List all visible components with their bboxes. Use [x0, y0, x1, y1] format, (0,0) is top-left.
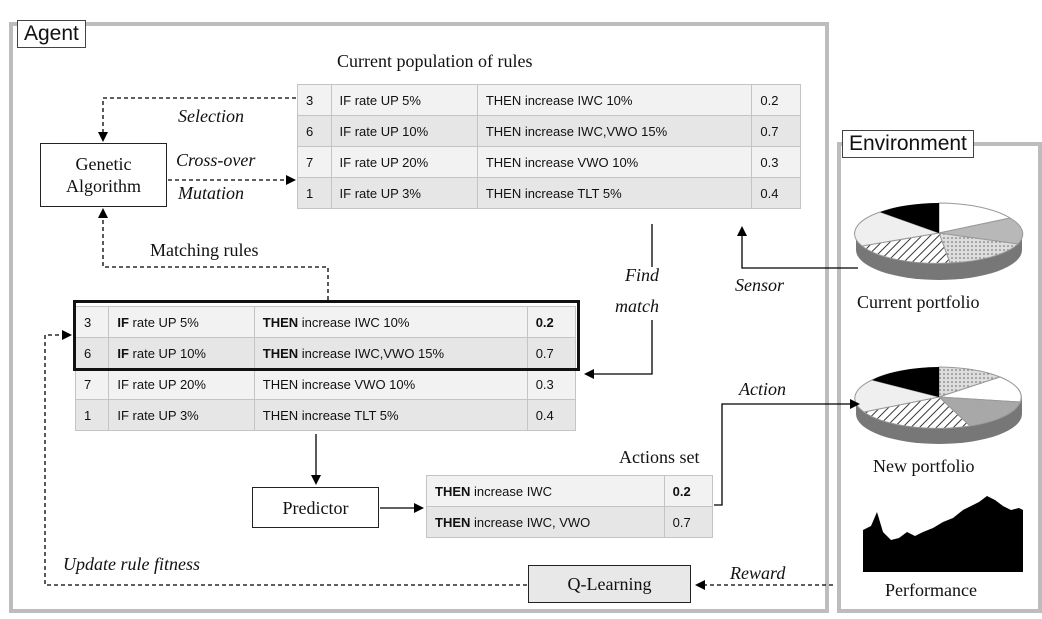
- predictor-box: Predictor: [252, 487, 379, 528]
- update-fitness-arrow: [44, 330, 527, 586]
- environment-label: Environment: [842, 130, 974, 158]
- action-value: 0.2: [663, 475, 714, 507]
- match-set-highlight: [73, 300, 580, 371]
- sensor-label: Sensor: [735, 275, 784, 295]
- population-table: 3 IF rate UP 5% THEN increase IWC 10% 0.…: [297, 84, 801, 209]
- action-text: increase IWC: [470, 483, 553, 499]
- rule-fitness: 0.4: [526, 399, 577, 431]
- rule-action: THEN increase TLT 5%: [476, 177, 753, 209]
- rule-action: THEN increase IWC,VWO 15%: [476, 115, 753, 147]
- ga-label-line1: Genetic: [75, 154, 132, 174]
- then-keyword: THEN: [435, 514, 471, 530]
- action-text: increase IWC, VWO: [470, 514, 591, 530]
- rule-action: THEN increase VWO 10%: [476, 146, 753, 178]
- rule-id: 1: [297, 177, 332, 209]
- rule-condition: IF rate UP 10%: [330, 115, 478, 147]
- rule-id: 3: [74, 306, 110, 338]
- rule-fitness: 0.2: [751, 84, 801, 116]
- actions-set-table: THEN increase IWC 0.2 THEN increase IWC,…: [426, 475, 714, 538]
- crossover-label: Cross-over: [176, 150, 256, 170]
- rule-fitness: 0.7: [751, 115, 801, 147]
- action-value: 0.7: [663, 506, 714, 538]
- table-row: THEN increase IWC, VWO 0.7: [426, 506, 714, 538]
- rule-action: THEN increase IWC 10%: [476, 84, 753, 116]
- then-keyword: THEN: [435, 483, 471, 499]
- genetic-algorithm-box: Genetic Algorithm: [40, 143, 167, 207]
- table-row: 7 IF rate UP 20% THEN increase VWO 10% 0…: [297, 146, 801, 178]
- mutation-label: Mutation: [178, 183, 244, 203]
- rule-id: 1: [74, 399, 110, 431]
- action-cell: THEN increase IWC: [426, 475, 665, 507]
- table-row: 1 IF rate UP 3% THEN increase TLT 5% 0.4: [297, 177, 801, 209]
- sensor-arrow: [737, 226, 858, 269]
- selection-label: Selection: [178, 106, 244, 126]
- qlearning-box: Q-Learning: [528, 565, 691, 603]
- current-portfolio-label: Current portfolio: [857, 292, 980, 312]
- rule-action: THEN increase TLT 5%: [253, 399, 528, 431]
- rule-id: 7: [74, 368, 110, 400]
- agent-panel: [9, 22, 829, 613]
- new-portfolio-label: New portfolio: [873, 456, 975, 476]
- rule-condition: IF rate UP 3%: [108, 399, 255, 431]
- current-portfolio-pie-icon: [854, 202, 1024, 280]
- rule-id: 7: [297, 146, 332, 178]
- population-title: Current population of rules: [337, 51, 533, 71]
- rule-fitness: 0.3: [751, 146, 801, 178]
- rule-condition: IF rate UP 3%: [330, 177, 478, 209]
- rule-condition: IF rate UP 10%: [108, 337, 255, 369]
- condition-text: rate UP 10%: [128, 345, 206, 361]
- then-keyword: THEN: [262, 314, 299, 330]
- rule-id: 6: [297, 115, 332, 147]
- reward-label: Reward: [730, 563, 786, 583]
- table-row: THEN increase IWC 0.2: [426, 475, 714, 507]
- matching-rules-label: Matching rules: [150, 240, 259, 260]
- rule-action: THEN increase VWO 10%: [253, 368, 528, 400]
- table-row: 3 IF rate UP 5% THEN increase IWC 10% 0.…: [74, 306, 577, 338]
- table-row: 7 IF rate UP 20% THEN increase VWO 10% 0…: [74, 368, 577, 400]
- actions-set-title: Actions set: [619, 447, 700, 467]
- if-keyword: IF: [117, 345, 129, 361]
- table-row: 1 IF rate UP 3% THEN increase TLT 5% 0.4: [74, 399, 577, 431]
- find-match-arrow: [586, 224, 653, 374]
- rule-condition: IF rate UP 20%: [330, 146, 478, 178]
- if-keyword: IF: [117, 314, 129, 330]
- action-arrow: [714, 399, 860, 506]
- agent-label: Agent: [17, 20, 86, 48]
- matched-rules-table: 3 IF rate UP 5% THEN increase IWC 10% 0.…: [74, 306, 577, 431]
- action-text: increase IWC 10%: [298, 314, 410, 330]
- table-row: 6 IF rate UP 10% THEN increase IWC,VWO 1…: [297, 115, 801, 147]
- condition-text: rate UP 5%: [128, 314, 199, 330]
- performance-chart-icon: [863, 496, 1023, 572]
- action-label: Action: [739, 379, 786, 399]
- rule-fitness: 0.3: [526, 368, 577, 400]
- matching-rules-arrow: [98, 208, 329, 300]
- performance-label: Performance: [885, 580, 977, 600]
- table-row: 3 IF rate UP 5% THEN increase IWC 10% 0.…: [297, 84, 801, 116]
- find-match-label-line1: Find: [625, 265, 659, 285]
- new-portfolio-pie-icon: [854, 366, 1022, 444]
- rule-fitness: 0.4: [751, 177, 801, 209]
- action-text: increase IWC,VWO 15%: [298, 345, 445, 361]
- then-keyword: THEN: [262, 345, 299, 361]
- update-rule-fitness-label: Update rule fitness: [63, 554, 200, 574]
- rule-fitness: 0.2: [526, 306, 577, 338]
- rule-fitness: 0.7: [526, 337, 577, 369]
- rule-condition: IF rate UP 20%: [108, 368, 255, 400]
- find-match-label-line2: match: [615, 296, 659, 316]
- selection-arrow: [98, 97, 296, 142]
- table-row: 6 IF rate UP 10% THEN increase IWC,VWO 1…: [74, 337, 577, 369]
- action-cell: THEN increase IWC, VWO: [426, 506, 665, 538]
- rule-condition: IF rate UP 5%: [330, 84, 478, 116]
- rule-action: THEN increase IWC,VWO 15%: [253, 337, 528, 369]
- ga-label-line2: Algorithm: [66, 176, 141, 196]
